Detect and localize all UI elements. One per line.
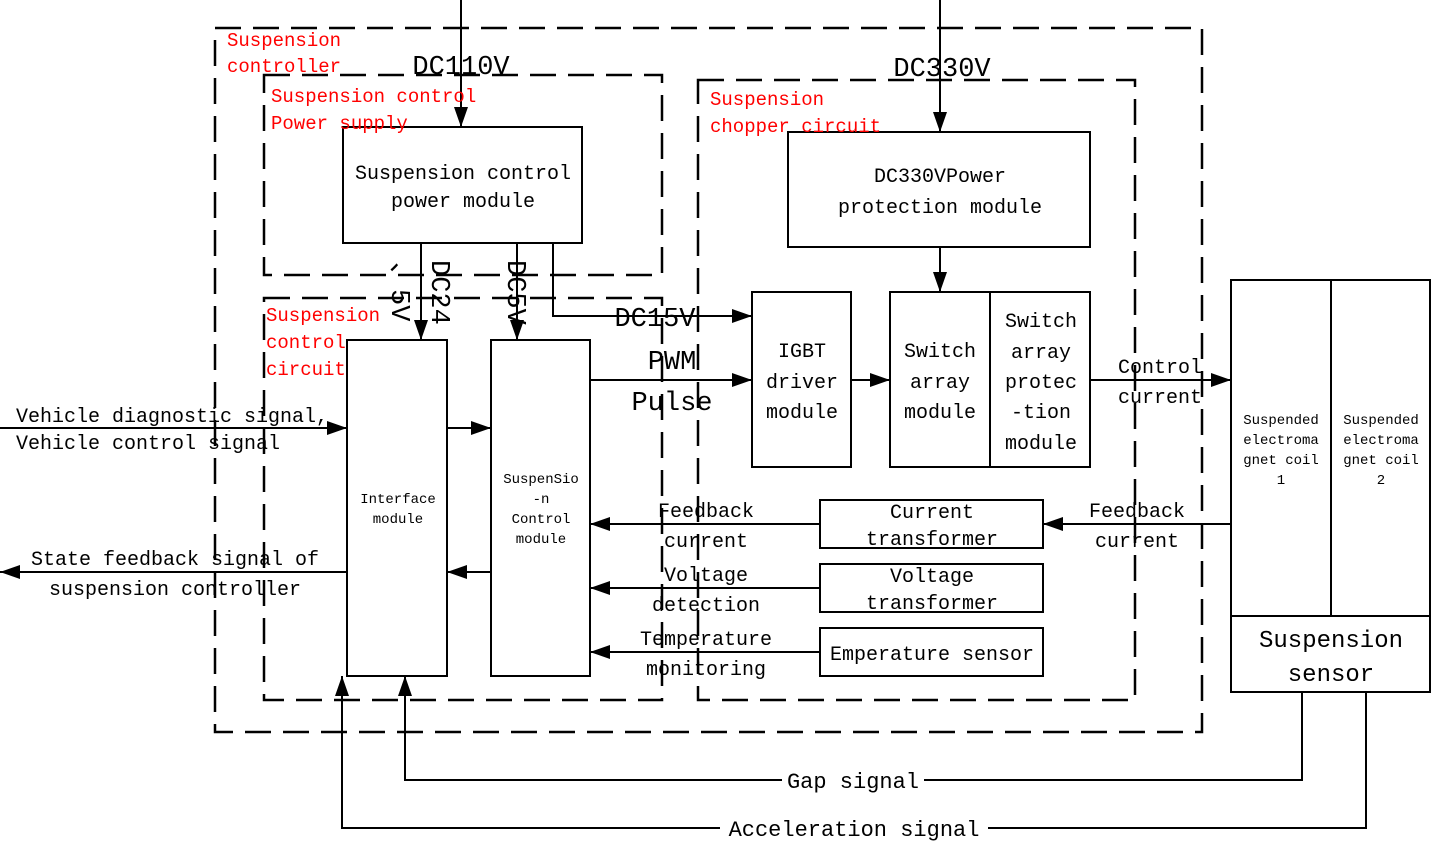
dc110v-label: DC110V xyxy=(412,53,510,83)
voltage-transformer xyxy=(819,563,1044,613)
vehicle-signal-label: Vehicle diagnostic signal,Vehicle contro… xyxy=(16,406,328,456)
temperature-sensor-text: Emperature sensor xyxy=(830,644,1034,667)
interface-module xyxy=(346,339,448,677)
protection-module xyxy=(787,131,1091,248)
dc5v-label: DC5V xyxy=(499,260,529,326)
control-circuit-region xyxy=(262,296,664,702)
igbt-driver-module xyxy=(751,291,852,468)
control-module xyxy=(490,339,591,677)
acceleration-signal-label: Acceleration signal xyxy=(729,818,980,843)
switch-array-protection-module xyxy=(989,291,1091,468)
5v-label: 、5V xyxy=(383,262,413,322)
chopper-region xyxy=(696,78,1137,702)
temperature-sensor xyxy=(819,627,1044,677)
dc15v-label: DC15V xyxy=(614,305,696,335)
dc330v-label: DC330V xyxy=(893,55,991,85)
power-supply-region xyxy=(262,73,664,277)
gap-signal-label: Gap signal xyxy=(787,770,919,795)
current-transformer xyxy=(819,499,1044,549)
dc24-label: DC24 xyxy=(423,260,453,325)
power-module xyxy=(342,126,583,244)
switch-array-module xyxy=(889,291,991,468)
